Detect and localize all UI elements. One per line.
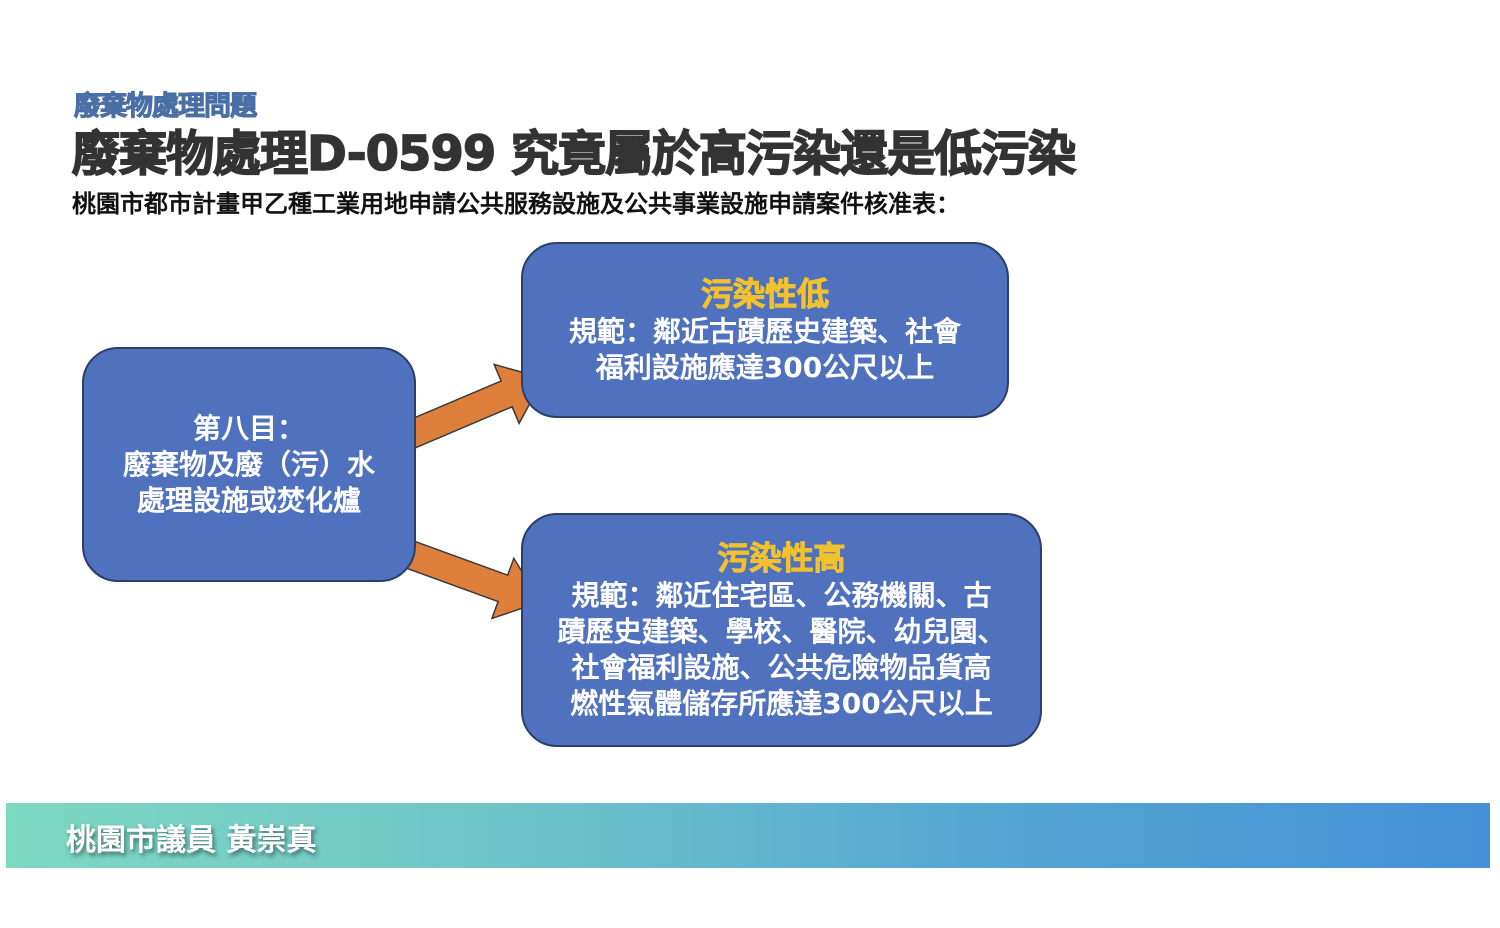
high-rule-line: 燃性氣體儲存所應達300公尺以上 xyxy=(570,687,993,720)
page-title: 廢棄物處理D-0599 究竟屬於高污染還是低污染 xyxy=(71,125,1076,183)
page-subtitle: 桃園市都市計畫甲乙種工業用地申請公共服務設施及公共事業設施申請案件核准表： xyxy=(72,190,960,218)
low-rule-line: 規範：鄰近古蹟歷史建築、社會 xyxy=(568,315,961,348)
footer-author: 桃園市議員 黃崇真 xyxy=(66,823,317,858)
high-pollution-box: 污染性高 規範：鄰近住宅區、公務機關、古 蹟歷史建築、學校、醫院、幼兒園、 社會… xyxy=(521,513,1042,747)
high-rule-line: 蹟歷史建築、學校、醫院、幼兒園、 xyxy=(557,615,1006,648)
section-kicker: 廢棄物處理問題 xyxy=(74,91,258,123)
source-line: 處理設施或焚化爐 xyxy=(136,483,361,517)
source-line: 廢棄物及廢（污）水 xyxy=(122,447,375,481)
footer-banner: 桃園市議員 黃崇真 xyxy=(6,803,1490,868)
high-pollution-heading: 污染性高 xyxy=(717,539,846,578)
high-rule-line: 規範：鄰近住宅區、公務機關、古 xyxy=(571,579,992,612)
low-pollution-heading: 污染性低 xyxy=(700,275,829,314)
low-pollution-box: 污染性低 規範：鄰近古蹟歷史建築、社會 福利設施應達300公尺以上 xyxy=(521,242,1009,418)
low-rule-line: 福利設施應達300公尺以上 xyxy=(595,351,935,384)
source-category-box: 第八目： 廢棄物及廢（污）水 處理設施或焚化爐 xyxy=(82,347,416,582)
high-rule-line: 社會福利設施、公共危險物品貨高 xyxy=(571,651,992,684)
source-line: 第八目： xyxy=(192,411,305,445)
